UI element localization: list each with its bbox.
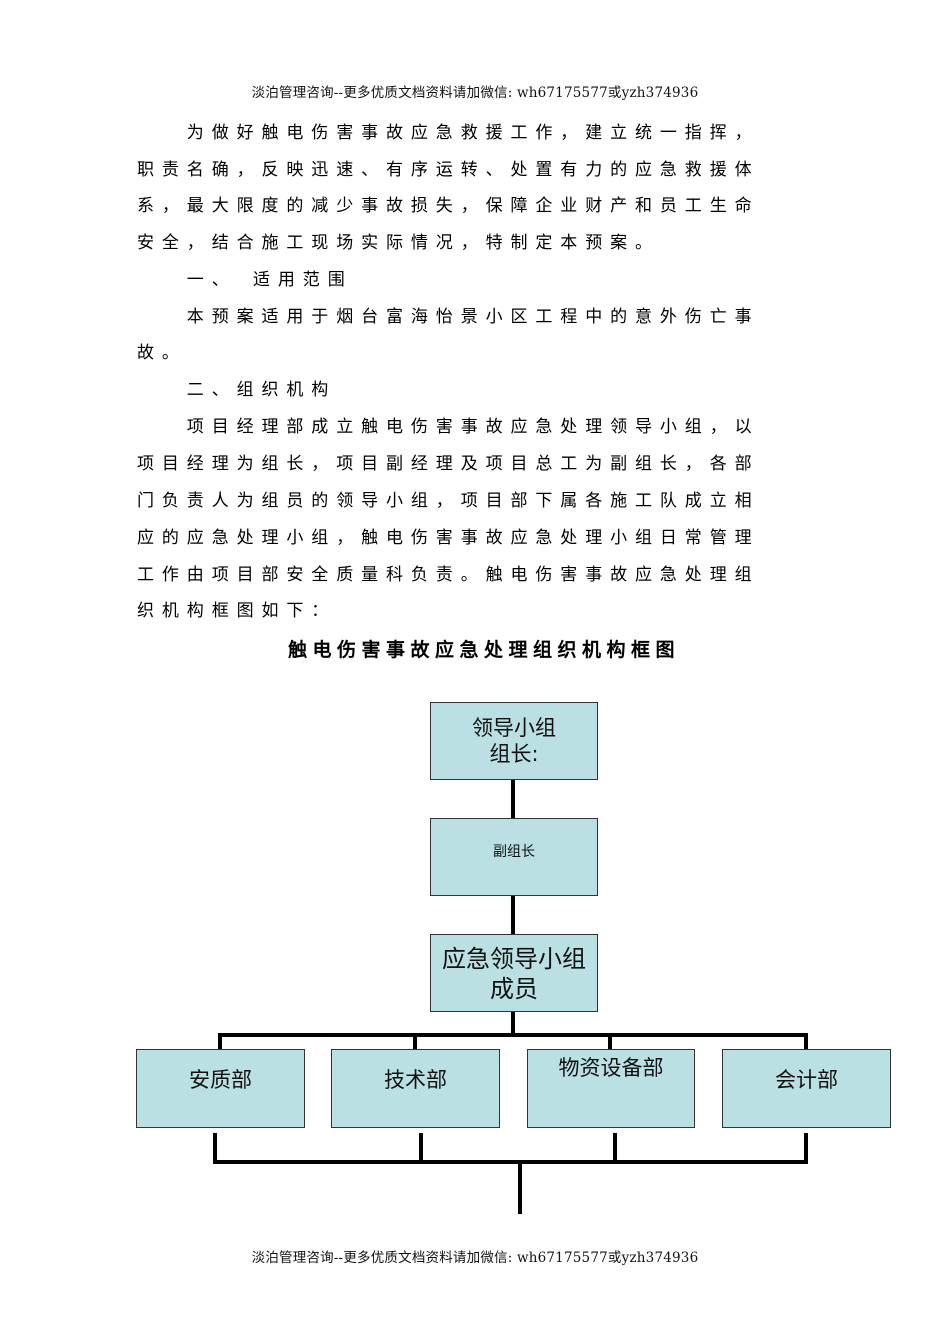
members-box: 应急领导小组 成员 [430,934,598,1012]
paragraph-line: 应的应急处理小组，触电伤害事故应急处理小组日常管理 [137,528,760,548]
members-role: 成员 [490,975,538,1003]
paragraph-line: 故。 [137,343,187,363]
connector-line [218,1033,808,1037]
connector-line [218,1033,222,1050]
paragraph-line: 安全，结合施工现场实际情况，特制定本预案。 [137,233,660,253]
connector-line [213,1133,217,1164]
paragraph-line: 工作由项目部安全质量科负责。触电伤害事故应急处理组 [137,565,760,585]
deputy-box: 副组长 [430,818,598,896]
connector-line [608,1033,612,1050]
department-box: 安质部 [136,1049,305,1128]
connector-line [518,1160,522,1214]
department-label: 安质部 [189,1068,252,1092]
deputy-label: 副组长 [493,844,535,860]
department-label: 技术部 [384,1068,447,1092]
leader-label: 领导小组 [472,716,556,740]
paragraph-line: 项目经理部成立触电伤害事故应急处理领导小组，以 [137,417,760,437]
members-label: 应急领导小组 [442,945,586,973]
paragraph-line: 本预案适用于烟台富海怡景小区工程中的意外伤亡事 [137,307,760,327]
connector-line [804,1033,808,1050]
department-box: 会计部 [722,1049,891,1128]
section-heading: 一、 适用范围 [137,270,353,290]
department-label: 会计部 [775,1068,838,1092]
page-footer: 淡泊管理咨询--更多优质文档资料请加微信: wh67175577或yzh3749… [251,1250,699,1266]
paragraph-line: 为做好触电伤害事故应急救援工作，建立统一指挥， [137,123,760,143]
connector-line [804,1133,808,1164]
connector-line [419,1133,423,1164]
connector-line [613,1133,617,1164]
department-box: 技术部 [331,1049,500,1128]
paragraph-line: 系，最大限度的减少事故损失，保障企业财产和员工生命 [137,196,760,216]
department-box: 物资设备部 [527,1049,695,1128]
department-label: 物资设备部 [558,1056,664,1080]
page-header: 淡泊管理咨询--更多优质文档资料请加微信: wh67175577或yzh3749… [251,85,699,101]
diagram-title: 触电伤害事故应急处理组织机构框图 [287,639,680,661]
leader-box: 领导小组 组长: [430,702,598,780]
connector-line [511,895,515,935]
paragraph-line: 门负责人为组员的领导小组，项目部下属各施工队成立相 [137,491,760,511]
connector-line [413,1033,417,1050]
paragraph-line: 职责名确，反映迅速、有序运转、处置有力的应急救援体 [137,160,760,180]
connector-line [213,1160,808,1164]
paragraph-line: 项目经理为组长，项目副经理及项目总工为副组长，各部 [137,454,760,474]
paragraph-line: 织机构框图如下： [137,601,337,621]
leader-role: 组长: [489,742,539,766]
connector-line [511,779,515,819]
section-heading: 二、组织机构 [137,380,337,400]
connector-line [511,1011,515,1036]
